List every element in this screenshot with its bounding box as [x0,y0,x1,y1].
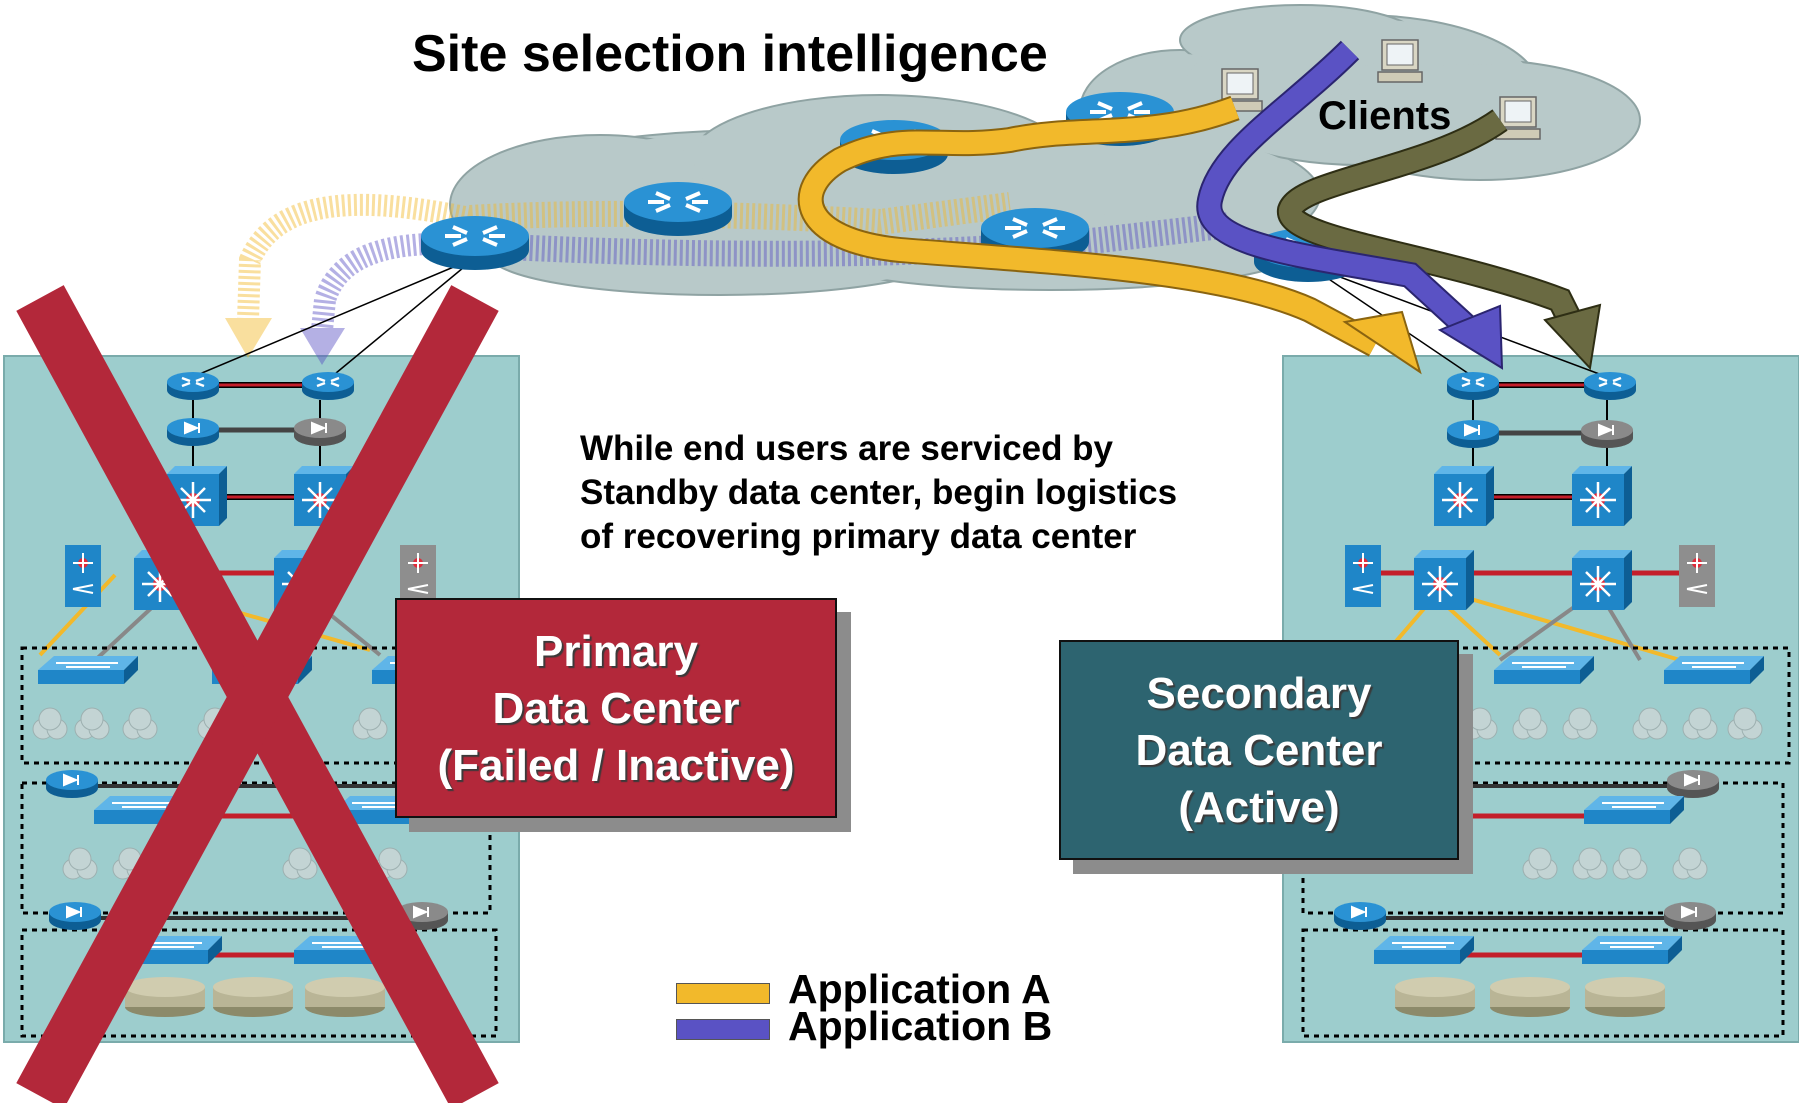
primary-box-line: (Failed / Inactive) [437,740,795,790]
recovery-note: While end users are serviced by Standby … [580,427,1177,559]
failed-x-mark [16,285,499,1103]
secondary-box-line: Data Center [1135,725,1383,775]
primary-dc-label-box: Primary Data Center (Failed / Inactive) [395,598,837,818]
note-line: of recovering primary data center [580,517,1137,556]
primary-box-line: Data Center [492,683,740,733]
legend-label-app-a: Application A [788,966,1051,1012]
app-c-arrow [1277,109,1602,371]
app-b-arrow [1196,40,1504,370]
app-a-arrow [797,95,1422,375]
note-line: While end users are serviced by [580,429,1114,468]
legend-label-app-b: Application B [788,1003,1053,1049]
secondary-box-line: (Active) [1178,782,1340,832]
primary-box-line: Primary [534,626,698,676]
legend-swatch-app-a [676,983,770,1004]
secondary-box-line: Secondary [1146,668,1372,718]
legend-swatch-app-b [676,1019,770,1040]
note-line: Standby data center, begin logistics [580,473,1178,512]
clients-label: Clients [1318,94,1452,138]
wan-router [622,180,734,238]
diagram-title: Site selection intelligence [412,25,1048,83]
client-pc-icon [1377,39,1423,83]
secondary-dc-label-box: Secondary Data Center (Active) [1059,640,1459,860]
edge-router-primary [419,214,531,272]
